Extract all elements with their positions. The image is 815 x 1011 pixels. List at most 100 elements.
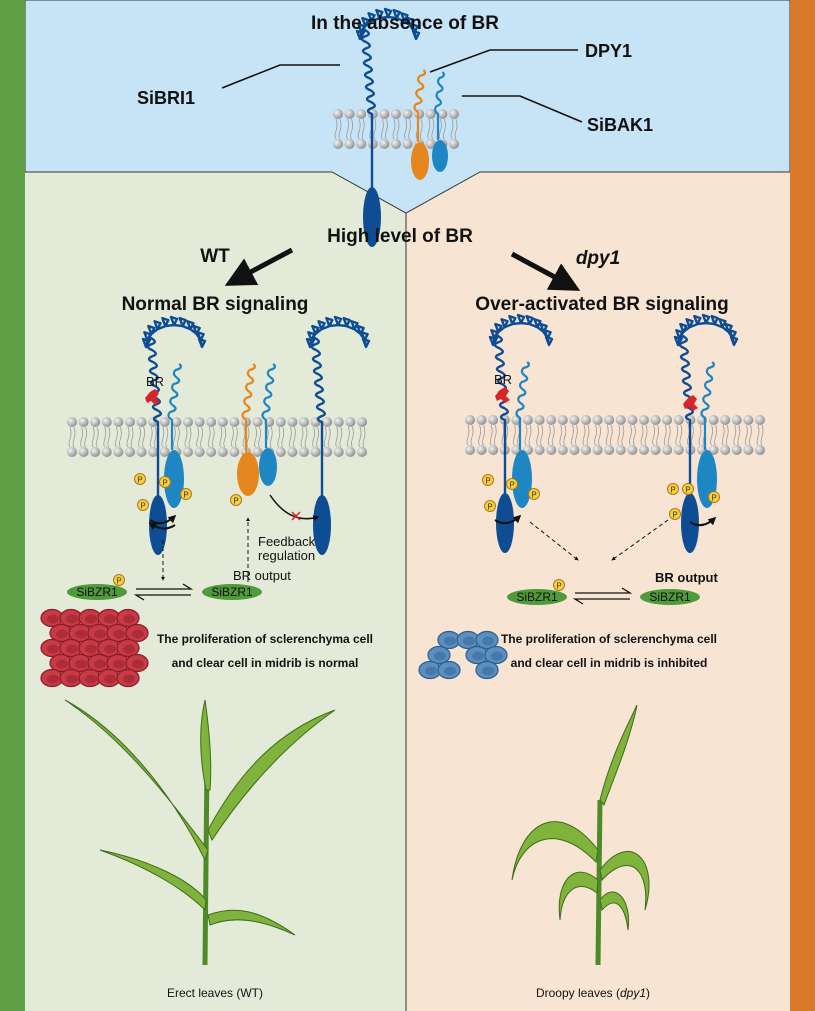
lipid-head — [476, 445, 487, 455]
wt-sibak1-extracellular — [167, 363, 183, 450]
lipid-head — [488, 415, 499, 425]
lipid-tail — [675, 424, 683, 446]
lipid-tail — [450, 118, 458, 140]
lipid-head — [333, 417, 344, 427]
equilibrium-forward-arrow — [575, 587, 633, 594]
sibzr1-phosphate: P — [113, 574, 125, 586]
lipid-head — [604, 445, 615, 455]
lipid-head — [615, 445, 626, 455]
equilibrium-forward-arrow — [136, 583, 194, 590]
bri1-extracellular-domain — [488, 313, 554, 495]
middle-title: High level of BR — [327, 226, 473, 247]
cell-nucleus — [113, 659, 125, 669]
phosphate-circle — [528, 488, 540, 500]
leaf — [207, 709, 336, 842]
lipid-head — [650, 415, 661, 425]
lipid-head — [275, 417, 286, 427]
bri1-extracellular-domain — [355, 7, 421, 189]
wt-sibak1-kinase — [164, 450, 184, 508]
lipid-tail — [547, 424, 555, 446]
lipid-head — [159, 417, 170, 427]
lipid-head — [322, 417, 333, 427]
lipid-head — [743, 415, 754, 425]
lipid-head — [345, 417, 356, 427]
lipid-tail — [381, 118, 388, 140]
leaf — [511, 821, 599, 881]
lipid-tail — [347, 426, 354, 448]
lipid-head — [183, 447, 193, 457]
cell-nucleus — [425, 666, 437, 676]
phosphate-circle — [682, 483, 694, 495]
cell — [116, 608, 140, 628]
phosphate-label: P — [531, 491, 536, 500]
phosphate: P — [134, 473, 146, 485]
lipid-head — [299, 417, 309, 427]
cell-nucleus — [113, 629, 125, 639]
lipid-head — [650, 445, 661, 455]
cell-nucleus — [56, 659, 68, 669]
lipid-head — [217, 417, 228, 427]
lipid-head — [731, 445, 742, 455]
lipid-head — [229, 417, 240, 427]
phosphate: P — [180, 488, 192, 500]
lipid-head — [604, 415, 615, 425]
wt-sibri1-inactive — [305, 315, 371, 555]
lipid-head — [125, 447, 135, 457]
lipid-head — [755, 415, 765, 425]
lipid-tail — [196, 426, 203, 448]
leaf — [200, 699, 212, 791]
phosphate: P — [667, 483, 679, 495]
lipid-head — [333, 447, 344, 457]
cell — [475, 660, 499, 680]
lipid-head — [569, 445, 580, 455]
phosphate-label: P — [162, 479, 167, 488]
lipid-tail — [126, 426, 134, 448]
lipid-tail — [582, 424, 590, 446]
top-sibak1 — [432, 71, 448, 172]
cell-nucleus — [104, 674, 116, 684]
lipid-head — [534, 415, 545, 425]
wt-sclerenchyma-cells — [40, 608, 149, 688]
lipid-head — [159, 447, 170, 457]
lipid-tail — [91, 426, 99, 448]
lipid-tail — [756, 424, 764, 446]
lipid-head — [356, 139, 367, 149]
lipid-tail — [594, 424, 601, 446]
sibzr1-label: SiBZR1 — [211, 585, 253, 599]
transphosphorylation-arrow — [689, 516, 717, 527]
lipid-tail — [745, 424, 752, 446]
dpy1-caption: Droopy leaves (dpy1) — [536, 986, 650, 1000]
dpy1-plant-droopy — [511, 704, 650, 966]
lipid-head — [194, 417, 205, 427]
wt-dpy1-extracellular — [241, 363, 257, 452]
leader-line-sibak1 — [462, 95, 583, 123]
dpy1-genotype: dpy1 — [576, 248, 620, 269]
lipid-head — [252, 447, 263, 457]
top-dpy1-kinase — [411, 142, 429, 180]
cell — [116, 668, 140, 688]
lipid-head — [379, 109, 390, 119]
lipid-tail — [103, 426, 111, 448]
cell — [125, 653, 149, 673]
dpy1-br-label: BR — [494, 372, 512, 387]
blocked-activation-arrow — [269, 494, 320, 522]
lipid-head — [465, 415, 475, 425]
lipid-head — [546, 415, 557, 425]
lipid-head — [731, 415, 742, 425]
cell-nucleus — [482, 636, 494, 646]
wt-sibak1 — [164, 363, 184, 508]
lipid-head — [720, 415, 731, 425]
cell — [116, 638, 140, 658]
lipid-tail — [68, 426, 76, 448]
lipid-head — [639, 415, 649, 425]
top-sibri1 — [355, 7, 421, 247]
wt-sibak1-2-extracellular — [261, 363, 277, 448]
phosphate-label: P — [485, 477, 490, 486]
lipid-tail — [254, 426, 261, 448]
arrow-to-wt — [224, 247, 294, 286]
leaf — [558, 871, 599, 921]
wt-br-output: BR output — [233, 568, 291, 583]
cell-nucleus — [104, 644, 116, 654]
cell-nucleus — [463, 636, 475, 646]
lipid-head — [627, 445, 638, 455]
